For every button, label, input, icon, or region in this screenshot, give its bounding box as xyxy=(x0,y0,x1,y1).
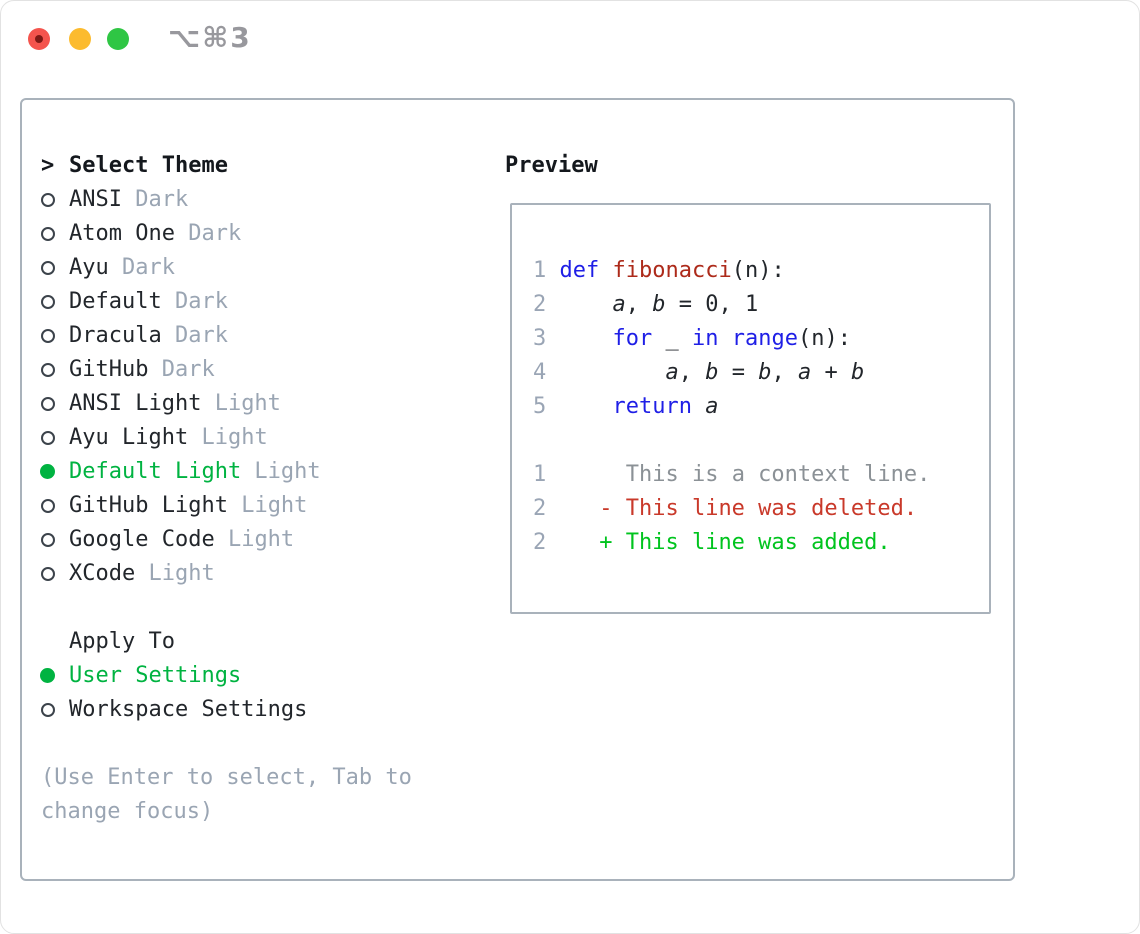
option-label: Workspace Settings xyxy=(69,697,308,722)
apply-to-header: Apply To xyxy=(41,625,412,659)
apply-to-label: Apply To xyxy=(69,629,175,654)
option-variant-label: Dark xyxy=(161,323,228,348)
radio-icon xyxy=(41,397,55,411)
theme-option-github-light-light[interactable]: GitHub Light Light xyxy=(41,489,412,523)
option-variant-label: Dark xyxy=(121,187,189,212)
unsaved-dot-icon xyxy=(35,35,43,43)
select-theme-header: > Select Theme xyxy=(41,149,412,183)
option-label: Default xyxy=(69,289,162,314)
theme-option-ansi-light-light[interactable]: ANSI Light Light xyxy=(41,387,412,421)
select-theme-label: Select Theme xyxy=(69,153,228,178)
option-variant-label: Dark xyxy=(108,255,175,280)
diff-added-line: 2 + This line was added. xyxy=(533,530,891,555)
theme-option-ansi-dark[interactable]: ANSI Dark xyxy=(41,183,412,217)
preview-label: Preview xyxy=(505,153,598,178)
spacer-row xyxy=(41,727,412,761)
option-label: Ayu Light xyxy=(69,425,189,450)
option-variant-label: Dark xyxy=(174,221,242,246)
radio-icon xyxy=(41,193,55,207)
help-text-line-1: (Use Enter to select, Tab to xyxy=(41,765,412,790)
radio-icon xyxy=(41,227,55,241)
option-variant-label: Light xyxy=(241,459,321,484)
prompt-icon: > xyxy=(41,153,55,178)
minimize-button[interactable] xyxy=(69,28,91,50)
radio-icon xyxy=(41,703,55,717)
option-variant-label: Light xyxy=(227,493,308,518)
option-label: GitHub xyxy=(69,357,149,382)
code-line-2: 2 a, b = 0, 1 xyxy=(533,292,759,317)
blank-line xyxy=(533,424,989,458)
apply-option-workspace-settings[interactable]: Workspace Settings xyxy=(41,693,412,727)
option-label: Default Light xyxy=(69,459,242,484)
theme-option-dracula-dark[interactable]: Dracula Dark xyxy=(41,319,412,353)
option-label: Atom One xyxy=(69,221,175,246)
preview-box: 1 def fibonacci(n): 2 a, b = 0, 1 3 for _ … xyxy=(510,203,991,614)
option-label: GitHub Light xyxy=(69,493,228,518)
apply-option-user-settings[interactable]: User Settings xyxy=(40,659,412,693)
close-button[interactable] xyxy=(28,28,50,50)
option-label: Google Code xyxy=(69,527,215,552)
radio-icon xyxy=(41,533,55,547)
option-variant-label: Dark xyxy=(148,357,215,382)
option-variant-label: Dark xyxy=(161,289,228,314)
theme-option-default-dark[interactable]: Default Dark xyxy=(41,285,412,319)
code-line-1: 1 def fibonacci(n): xyxy=(533,258,785,283)
option-label: User Settings xyxy=(69,663,242,688)
diff-context-line: 1 This is a context line. xyxy=(533,462,931,487)
option-label: XCode xyxy=(69,561,136,586)
radio-icon xyxy=(41,363,55,377)
radio-icon xyxy=(41,261,55,275)
radio-selected-icon xyxy=(40,464,55,479)
option-label: Dracula xyxy=(69,323,162,348)
option-label: ANSI Light xyxy=(69,391,202,416)
option-label: Ayu xyxy=(69,255,109,280)
radio-icon xyxy=(41,329,55,343)
theme-option-google-code-light[interactable]: Google Code Light xyxy=(41,523,412,557)
radio-icon xyxy=(41,499,55,513)
option-variant-label: Light xyxy=(214,527,295,552)
option-variant-label: Light xyxy=(135,561,215,586)
option-variant-label: Light xyxy=(201,391,281,416)
radio-icon xyxy=(41,567,55,581)
radio-icon xyxy=(41,295,55,309)
theme-option-xcode-light[interactable]: XCode Light xyxy=(41,557,412,591)
radio-selected-icon xyxy=(40,668,55,683)
theme-option-atom-one-dark[interactable]: Atom One Dark xyxy=(41,217,412,251)
code-line-3: 3 for _ in range(n): xyxy=(533,326,851,351)
code-line-4: 4 a, b = b, a + b xyxy=(533,360,865,385)
theme-option-ayu-light-light[interactable]: Ayu Light Light xyxy=(41,421,412,455)
help-text-line-2: change focus) xyxy=(41,799,214,824)
theme-option-default-light-light[interactable]: Default Light Light xyxy=(40,455,412,489)
diff-deleted-line: 2 - This line was deleted. xyxy=(533,496,918,521)
titlebar: ⌥⌘3 xyxy=(1,1,1139,77)
zoom-button[interactable] xyxy=(107,28,129,50)
option-variant-label: Light xyxy=(188,425,268,450)
spacer-row xyxy=(41,591,412,625)
window-title: ⌥⌘3 xyxy=(168,21,252,54)
option-label: ANSI xyxy=(69,187,122,212)
radio-icon xyxy=(41,431,55,445)
theme-option-ayu-dark[interactable]: Ayu Dark xyxy=(41,251,412,285)
code-preview: 1 def fibonacci(n): 2 a, b = 0, 1 3 for _ … xyxy=(533,254,989,560)
theme-option-github-dark[interactable]: GitHub Dark xyxy=(41,353,412,387)
code-line-5: 5 return a xyxy=(533,394,719,419)
